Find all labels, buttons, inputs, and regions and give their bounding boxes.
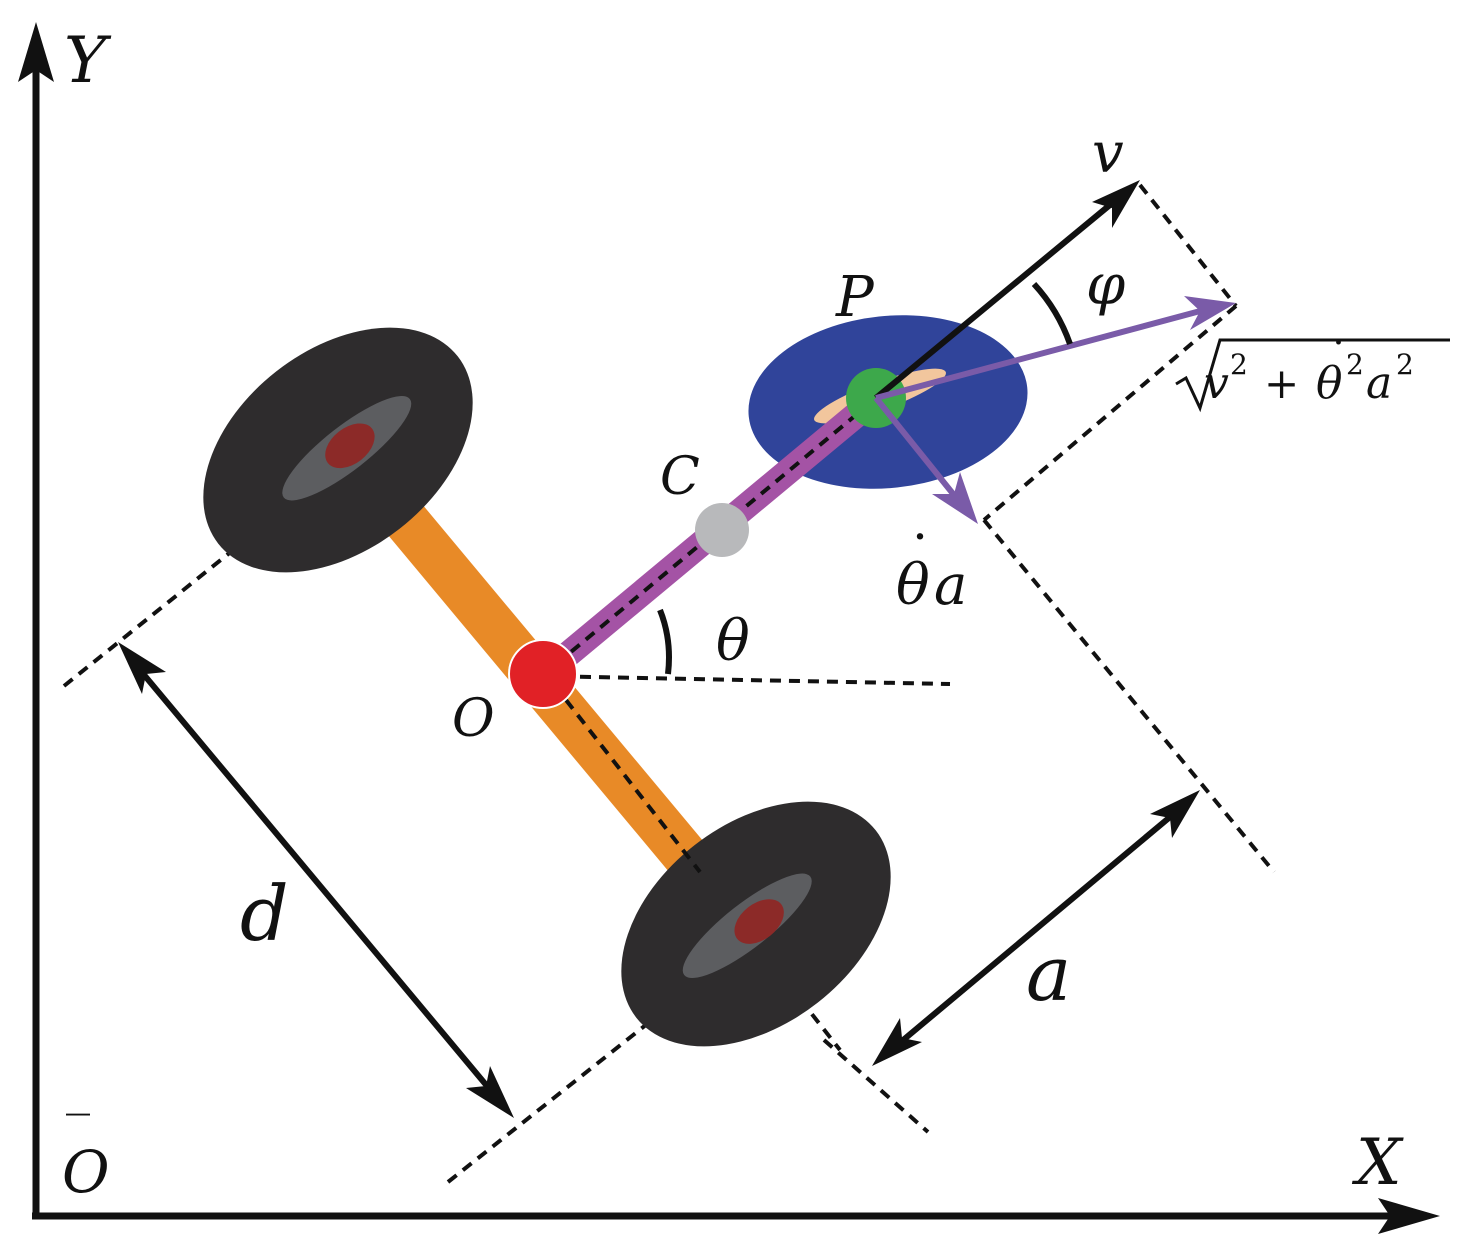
tangential-velocity-vector: [873, 396, 961, 502]
x-axis-label: X: [1351, 1126, 1404, 1200]
sqrt-theta-dot: ˙: [1328, 333, 1349, 382]
wheel-axis-line-left: [62, 446, 362, 688]
v-perpendicular-line: [1138, 183, 1238, 308]
point-p-label: P: [835, 265, 875, 330]
theta-dot-a-label: ˙ θ a: [896, 525, 967, 618]
velocity-vector: [874, 192, 1124, 401]
coordinate-axes: [18, 22, 1440, 1234]
sqrt-radical-sign: [1175, 338, 1450, 413]
theta-dot-a-dot: ˙: [906, 525, 934, 590]
wheel-hub-center: [734, 899, 784, 944]
a-dimension-upper-line: [982, 518, 1276, 874]
sqrt-theta-sup: 2: [1346, 348, 1364, 381]
x-axis-arrowhead: [1378, 1198, 1440, 1234]
sqrt-a-sup: 2: [1396, 348, 1414, 381]
a-dimension-arrowhead-top: [1150, 790, 1200, 838]
theta-label: θ: [716, 609, 750, 674]
world-origin-bar: ‾: [66, 1106, 90, 1162]
d-dimension-arrowhead-bottom: [466, 1066, 514, 1118]
sqrt-a: a: [1366, 358, 1392, 409]
theta-angle-arc: [657, 608, 672, 675]
phi-angle-arc: [1031, 281, 1073, 345]
a-dimension-arrowhead-bottom: [872, 1018, 922, 1066]
velocity-label: v: [1092, 121, 1124, 186]
d-dimension-line: [137, 668, 495, 1094]
a-dimension-label: a: [1026, 929, 1071, 1018]
resultant-perpendicular-line: [982, 304, 1238, 522]
d-dimension-arrowhead-top: [118, 642, 166, 694]
tangential-arrowhead: [932, 472, 978, 524]
wheel-axle-dash-overlay: [564, 698, 702, 874]
point-c-marker: [695, 503, 749, 557]
theta-dot-a-theta: θ: [896, 553, 930, 618]
phi-label: φ: [1086, 253, 1125, 318]
resultant-arrowhead: [1184, 296, 1236, 330]
a-dimension-line: [894, 809, 1178, 1049]
theta-reference-line: [541, 674, 951, 686]
sqrt-v: v: [1204, 358, 1229, 409]
wheel-hub-center: [325, 423, 375, 469]
wheel-right: [621, 801, 891, 1047]
point-o-marker: [508, 639, 578, 709]
y-axis-arrowhead: [18, 22, 54, 82]
theta-dot-a-a: a: [934, 553, 967, 618]
sqrt-v-sup: 2: [1230, 348, 1248, 381]
wheel-left: [203, 327, 473, 573]
sqrt-expression-label: v 2 + ˙ θ 2 a 2: [1204, 333, 1414, 409]
a-dimension-lower-line: [822, 1038, 930, 1134]
world-origin-label: O: [62, 1138, 110, 1206]
sqrt-theta: θ: [1316, 358, 1343, 409]
d-dimension-label: d: [240, 869, 289, 958]
y-axis-label: Y: [64, 24, 112, 98]
sqrt-plus: +: [1264, 359, 1299, 408]
resultant-velocity-vector: [875, 307, 1205, 401]
velocity-arrowhead: [1092, 180, 1140, 228]
point-c-label: C: [660, 447, 700, 507]
point-o-label: O: [452, 689, 495, 749]
